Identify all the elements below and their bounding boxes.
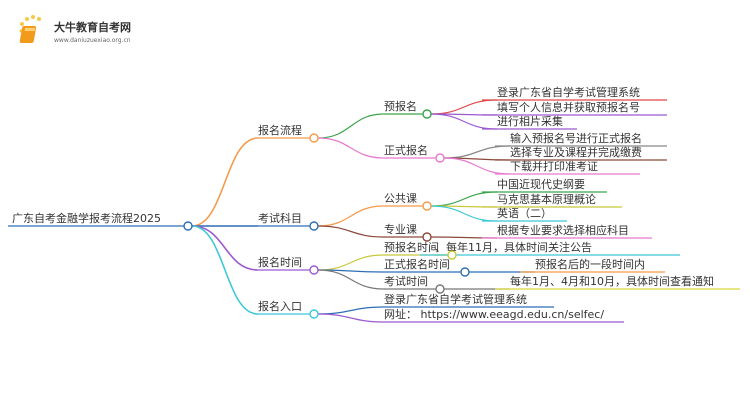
leaf-label[interactable]: 进行相片采集 bbox=[497, 114, 563, 128]
leaf-label[interactable]: 输入预报名号进行正式报名 bbox=[510, 131, 642, 145]
connector bbox=[317, 113, 385, 139]
node-toggle[interactable] bbox=[309, 221, 319, 231]
leaf-label[interactable]: 每年1月、4月和10月，具体时间查看通知 bbox=[510, 274, 714, 288]
leaf-label[interactable]: 预报名后的一段时间内 bbox=[535, 257, 645, 271]
node-toggle[interactable] bbox=[309, 309, 319, 319]
node-toggle[interactable] bbox=[422, 201, 432, 211]
connector bbox=[317, 269, 385, 290]
sub-branch-label[interactable]: 预报名 bbox=[384, 99, 417, 113]
connector bbox=[317, 313, 385, 323]
node-toggle[interactable] bbox=[183, 221, 193, 231]
node-toggle[interactable] bbox=[422, 232, 432, 242]
connector bbox=[317, 205, 385, 227]
book-icon bbox=[19, 15, 41, 43]
connector bbox=[317, 137, 385, 159]
sub-branch-label[interactable]: 网址： https://www.eeagd.edu.cn/selfec/ bbox=[384, 307, 604, 321]
connector bbox=[317, 254, 385, 271]
connector bbox=[430, 99, 498, 115]
node-toggle[interactable] bbox=[447, 250, 457, 260]
sub-branch-label[interactable]: 正式报名时间 bbox=[384, 257, 450, 271]
branch-label[interactable]: 报名流程 bbox=[258, 123, 302, 137]
connector bbox=[191, 225, 259, 315]
leaf-label[interactable]: 英语（二） bbox=[497, 206, 552, 220]
leaf-label[interactable]: 下载并打印准考证 bbox=[510, 159, 598, 173]
node-toggle[interactable] bbox=[309, 265, 319, 275]
root-node[interactable]: 广东自考金融学报考流程2025 bbox=[12, 211, 161, 225]
logo-title: 大牛教育自考网 bbox=[54, 20, 131, 34]
node-toggle[interactable] bbox=[422, 109, 432, 119]
node-toggle[interactable] bbox=[435, 284, 445, 294]
branch-label[interactable]: 报名时间 bbox=[258, 255, 302, 269]
leaf-label[interactable]: 选择专业及课程并完成缴费 bbox=[510, 145, 642, 159]
node-toggle[interactable] bbox=[309, 133, 319, 143]
branch-label[interactable]: 考试科目 bbox=[258, 211, 302, 225]
sub-branch-label[interactable]: 预报名时间 bbox=[384, 240, 439, 254]
connector bbox=[191, 225, 259, 271]
connector bbox=[430, 205, 498, 222]
connector bbox=[191, 137, 259, 227]
leaf-label[interactable]: 马克思基本原理概论 bbox=[497, 192, 596, 206]
branch-label[interactable]: 报名入口 bbox=[258, 299, 302, 313]
connector bbox=[317, 306, 385, 315]
leaf-label[interactable]: 、每年11月，具体时间关注公告 bbox=[435, 240, 592, 254]
connector bbox=[443, 145, 511, 159]
connector bbox=[317, 225, 385, 238]
sub-branch-label[interactable]: 正式报名 bbox=[384, 143, 428, 157]
logo-url: www.daniuzuexiao.org.cn bbox=[54, 37, 131, 44]
node-toggle[interactable] bbox=[435, 153, 445, 163]
leaf-label[interactable]: 根据专业要求选择相应科目 bbox=[497, 223, 629, 237]
node-toggle[interactable] bbox=[460, 267, 470, 277]
sub-branch-label[interactable]: 登录广东省自学考试管理系统 bbox=[384, 292, 527, 306]
leaf-label[interactable]: 登录广东省自学考试管理系统 bbox=[497, 85, 640, 99]
leaf-label[interactable]: 中国近现代史纲要 bbox=[497, 178, 585, 191]
connector bbox=[430, 113, 498, 130]
sub-branch-label[interactable]: 考试时间 bbox=[384, 275, 428, 288]
sub-branch-label[interactable]: 专业课 bbox=[384, 222, 417, 236]
logo: 大牛教育自考网 www.daniuzuexiao.org.cn bbox=[19, 15, 131, 44]
leaf-label[interactable]: 填写个人信息并获取预报名号 bbox=[497, 100, 640, 114]
sub-branch-label[interactable]: 公共课 bbox=[384, 192, 417, 205]
connector bbox=[430, 191, 498, 207]
